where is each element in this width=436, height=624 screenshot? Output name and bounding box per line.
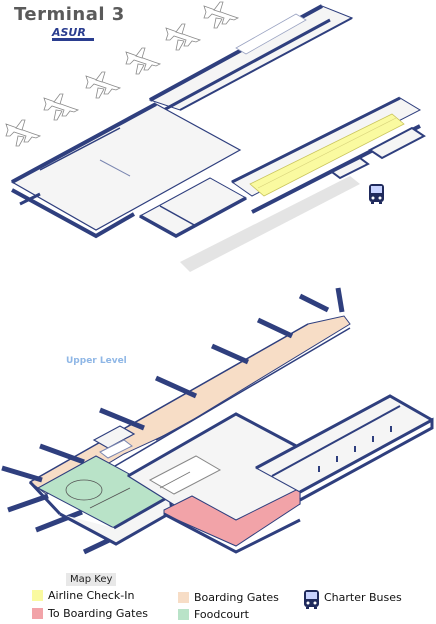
asur-logo-text: ASUR <box>52 26 86 39</box>
boarding-gates-swatch <box>178 592 189 603</box>
road-ramp <box>246 188 336 234</box>
foodcourt-swatch <box>178 609 189 620</box>
upper-level <box>1 287 434 555</box>
checkin-swatch <box>32 590 43 601</box>
legend-label-charter-buses: Charter Buses <box>324 591 402 604</box>
map-key: Map Key Airline Check-In To Boarding Gat… <box>0 570 436 624</box>
legend-label-foodcourt: Foodcourt <box>194 608 249 621</box>
checkin-area <box>249 113 405 197</box>
legend-label-checkin: Airline Check-In <box>48 589 135 602</box>
asur-logo-underline <box>52 38 94 41</box>
terminal-map-drawing <box>1 1 434 555</box>
pier-ground <box>148 5 354 111</box>
bus-icon <box>369 184 384 204</box>
ground-level <box>10 4 426 272</box>
gate-bridges <box>1 287 345 555</box>
map-title: Terminal 3 <box>14 4 125 25</box>
to-boarding-swatch <box>32 608 43 619</box>
legend-label-boarding-gates: Boarding Gates <box>194 591 279 604</box>
map-key-title: Map Key <box>66 573 117 586</box>
asur-logo: ASUR <box>52 26 94 42</box>
right-wing-counters <box>318 426 392 472</box>
bus-icon <box>304 590 319 609</box>
upper-level-label: Upper Level <box>66 356 127 366</box>
legend-label-to-boarding: To Boarding Gates <box>48 607 148 620</box>
